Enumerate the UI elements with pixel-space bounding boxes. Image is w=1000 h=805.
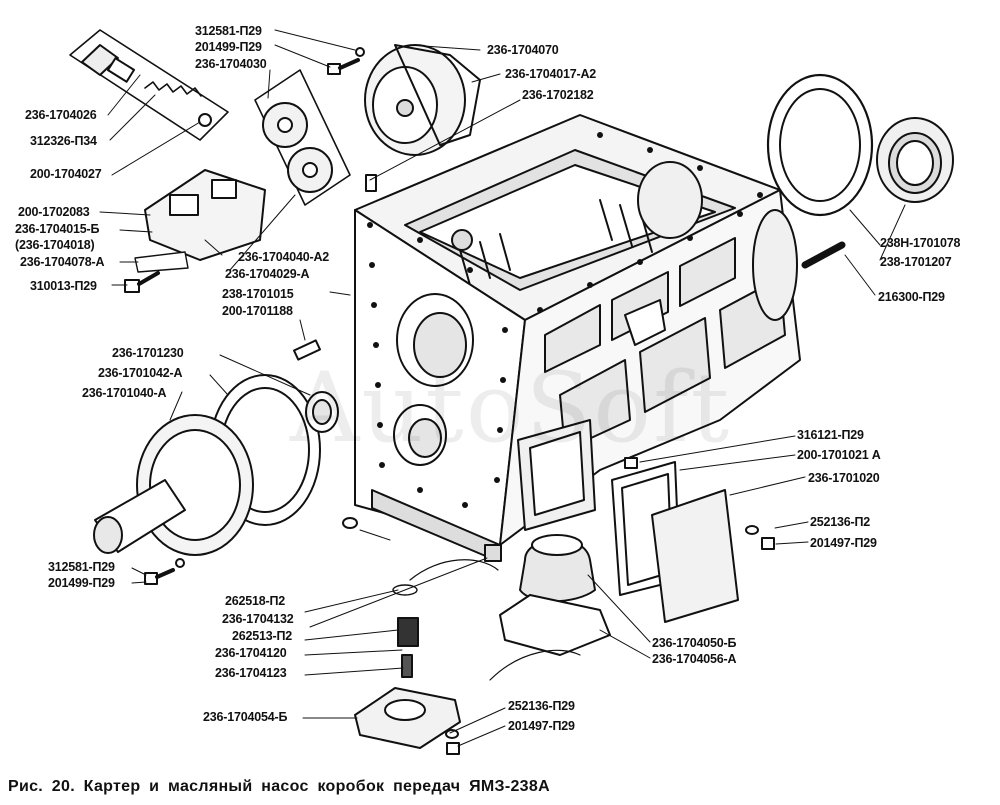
rear-oil-seal-ring — [766, 73, 874, 217]
assembly-arrow — [489, 649, 581, 681]
label-252136-p2: 252136-П2 — [810, 515, 871, 529]
bushing-236-1704132 — [484, 544, 502, 562]
label-236-1704015-b: 236-1704015-Б — [15, 222, 100, 236]
leader-lines — [99, 29, 906, 747]
label-238-1701015: 238-1701015 — [222, 287, 294, 301]
oil-strainer — [519, 534, 596, 603]
relief-valve-assembly — [69, 29, 229, 141]
label-238h-1701078: 238Н-1701078 — [880, 236, 961, 250]
label-236-1701020: 236-1701020 — [808, 471, 880, 485]
label-201497-p29-bottom: 201497-П29 — [508, 719, 575, 733]
label-236-1704018: (236-1704018) — [15, 238, 95, 252]
figure-caption: Рис. 20. Картер и масляный насос коробок… — [8, 778, 550, 795]
label-200-1701021-a: 200-1701021 А — [797, 448, 881, 462]
label-201499-p29-bottom: 201499-П29 — [48, 576, 115, 590]
label-238-1701207: 238-1701207 — [880, 255, 952, 269]
rear-bearing-cup — [876, 117, 954, 203]
bolt-312581-top — [327, 47, 365, 75]
dowel-200-1701188 — [293, 339, 321, 361]
label-310013-p29: 310013-П29 — [30, 279, 97, 293]
label-216300-p29: 216300-П29 — [878, 290, 945, 304]
pump-bottom-cover — [354, 687, 461, 749]
label-262518-p2: 262518-П2 — [225, 594, 286, 608]
label-236-1704050-b: 236-1704050-Б — [652, 636, 737, 650]
label-236-1704056-a: 236-1704056-А — [652, 652, 737, 666]
label-236-1704132: 236-1704132 — [222, 612, 294, 626]
bolt-201497-mid — [745, 525, 775, 550]
front-bearing-cover — [93, 414, 254, 556]
pto-cover — [651, 489, 739, 623]
front-oil-seal — [305, 391, 339, 433]
gearbox-housing — [354, 114, 801, 561]
label-200-1701188: 200-1701188 — [222, 304, 293, 318]
label-316121-p29: 316121-П29 — [797, 428, 864, 442]
label-236-1702182: 236-1702182 — [522, 88, 594, 102]
label-236-1704120: 236-1704120 — [215, 646, 287, 660]
label-236-1704017-a2: 236-1704017-А2 — [505, 67, 597, 81]
label-236-1704123: 236-1704123 — [215, 666, 287, 680]
label-236-1701042-a: 236-1701042-А — [98, 366, 183, 380]
stud-216300 — [801, 241, 846, 269]
label-262513-p2: 262513-П2 — [232, 629, 293, 643]
label-312326-p34: 312326-П34 — [30, 134, 97, 148]
pump-gears — [254, 69, 351, 206]
label-236-1701040-a: 236-1701040-А — [82, 386, 167, 400]
label-236-1704054-b: 236-1704054-Б — [203, 710, 288, 724]
ring-262513 — [342, 517, 358, 529]
label-236-1704029-a: 236-1704029-А — [225, 267, 310, 281]
label-236-1704030: 236-1704030 — [195, 57, 267, 71]
label-200-1702083: 200-1702083 — [18, 205, 90, 219]
gasket-small — [134, 251, 189, 273]
strainer-gasket — [499, 594, 611, 656]
label-201497-p29-mid: 201497-П29 — [810, 536, 877, 550]
label-312581-p29-top: 312581-П29 — [195, 24, 262, 38]
assembly-arrow — [409, 559, 499, 581]
bolt-310013 — [124, 271, 160, 293]
label-236-1704026: 236-1704026 — [25, 108, 97, 122]
bolt-201497-bottom — [445, 729, 460, 755]
label-236-1704040-a2: 236-1704040-А2 — [238, 250, 330, 264]
pump-spring — [397, 617, 419, 678]
bolt-312581-bottom — [144, 558, 185, 585]
label-236-1704070: 236-1704070 — [487, 43, 559, 57]
label-312581-p29-bottom: 312581-П29 — [48, 560, 115, 574]
label-200-1704027: 200-1704027 — [30, 167, 102, 181]
dowel-pin — [365, 174, 377, 192]
label-236-1704078-a: 236-1704078-А — [20, 255, 105, 269]
pump-body — [144, 169, 266, 261]
watermark: AutoSoft — [290, 352, 732, 464]
label-201499-p29-top: 201499-П29 — [195, 40, 262, 54]
bolt-316121 — [624, 457, 638, 469]
label-252136-p29: 252136-П29 — [508, 699, 575, 713]
pump-cover — [364, 44, 481, 156]
label-236-1701230: 236-1701230 — [112, 346, 184, 360]
